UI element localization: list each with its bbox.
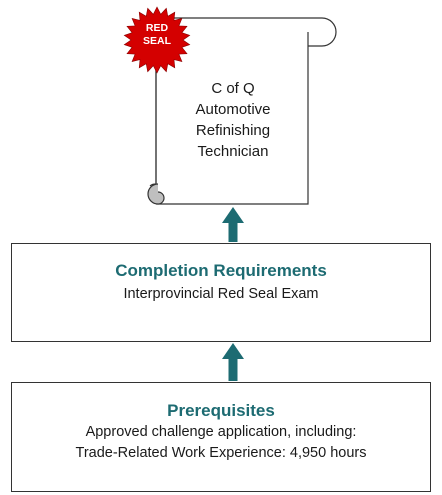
certificate-line: Automotive — [195, 101, 271, 118]
completion-line: Interprovincial Red Seal Exam — [123, 286, 319, 302]
seal-line: SEAL — [142, 34, 171, 47]
certificate-line: Refinishing — [195, 122, 271, 139]
seal-line: RED — [145, 22, 169, 34]
certificate-text: C of Q Automotive Refinishing Technician — [162, 78, 304, 162]
up-arrow-icon — [222, 343, 244, 381]
certificate-line: Technician — [197, 143, 269, 160]
red-seal-badge — [123, 6, 191, 74]
prerequisites-line: Trade-Related Work Experience: 4,950 hou… — [75, 445, 367, 461]
up-arrow-icon — [222, 207, 244, 242]
prerequisites-title: Prerequisites — [167, 401, 275, 420]
prerequisites-box: Prerequisites Approved challenge applica… — [11, 382, 431, 492]
seal-label: RED SEAL — [127, 22, 187, 47]
scroll-curl — [147, 183, 165, 205]
prerequisites-line: Approved challenge application, includin… — [85, 424, 357, 440]
completion-requirements-box: Completion Requirements Interprovincial … — [11, 243, 431, 342]
completion-title: Completion Requirements — [115, 261, 327, 280]
certificate-line: C of Q — [211, 80, 255, 97]
